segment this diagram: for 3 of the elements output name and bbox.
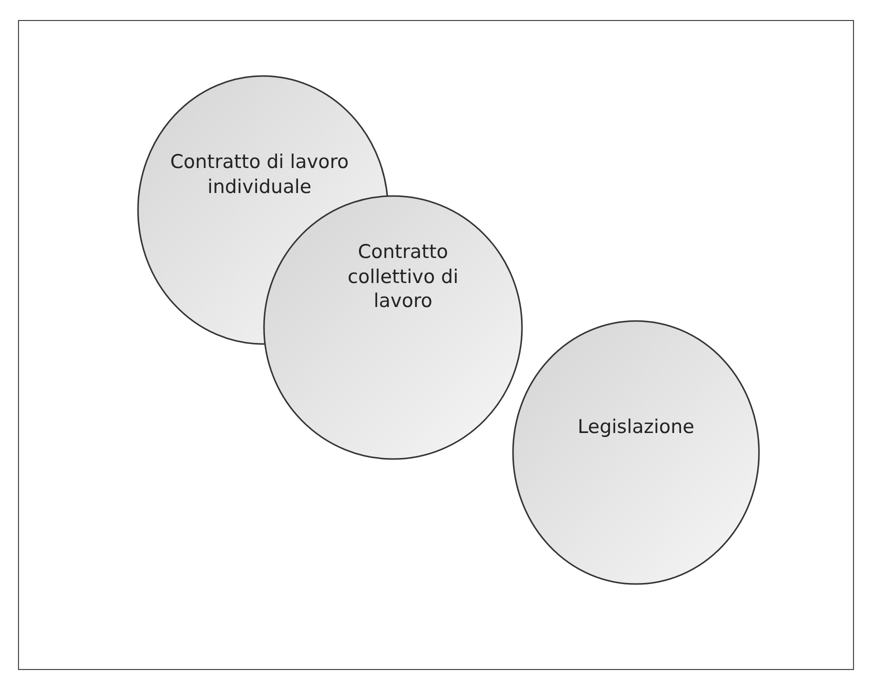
circle-label: Contratto di lavoro individuale (169, 150, 350, 200)
circle-label: Contratto collettivo di lavoro (346, 240, 460, 314)
circle-label: Legislazione (576, 415, 696, 440)
